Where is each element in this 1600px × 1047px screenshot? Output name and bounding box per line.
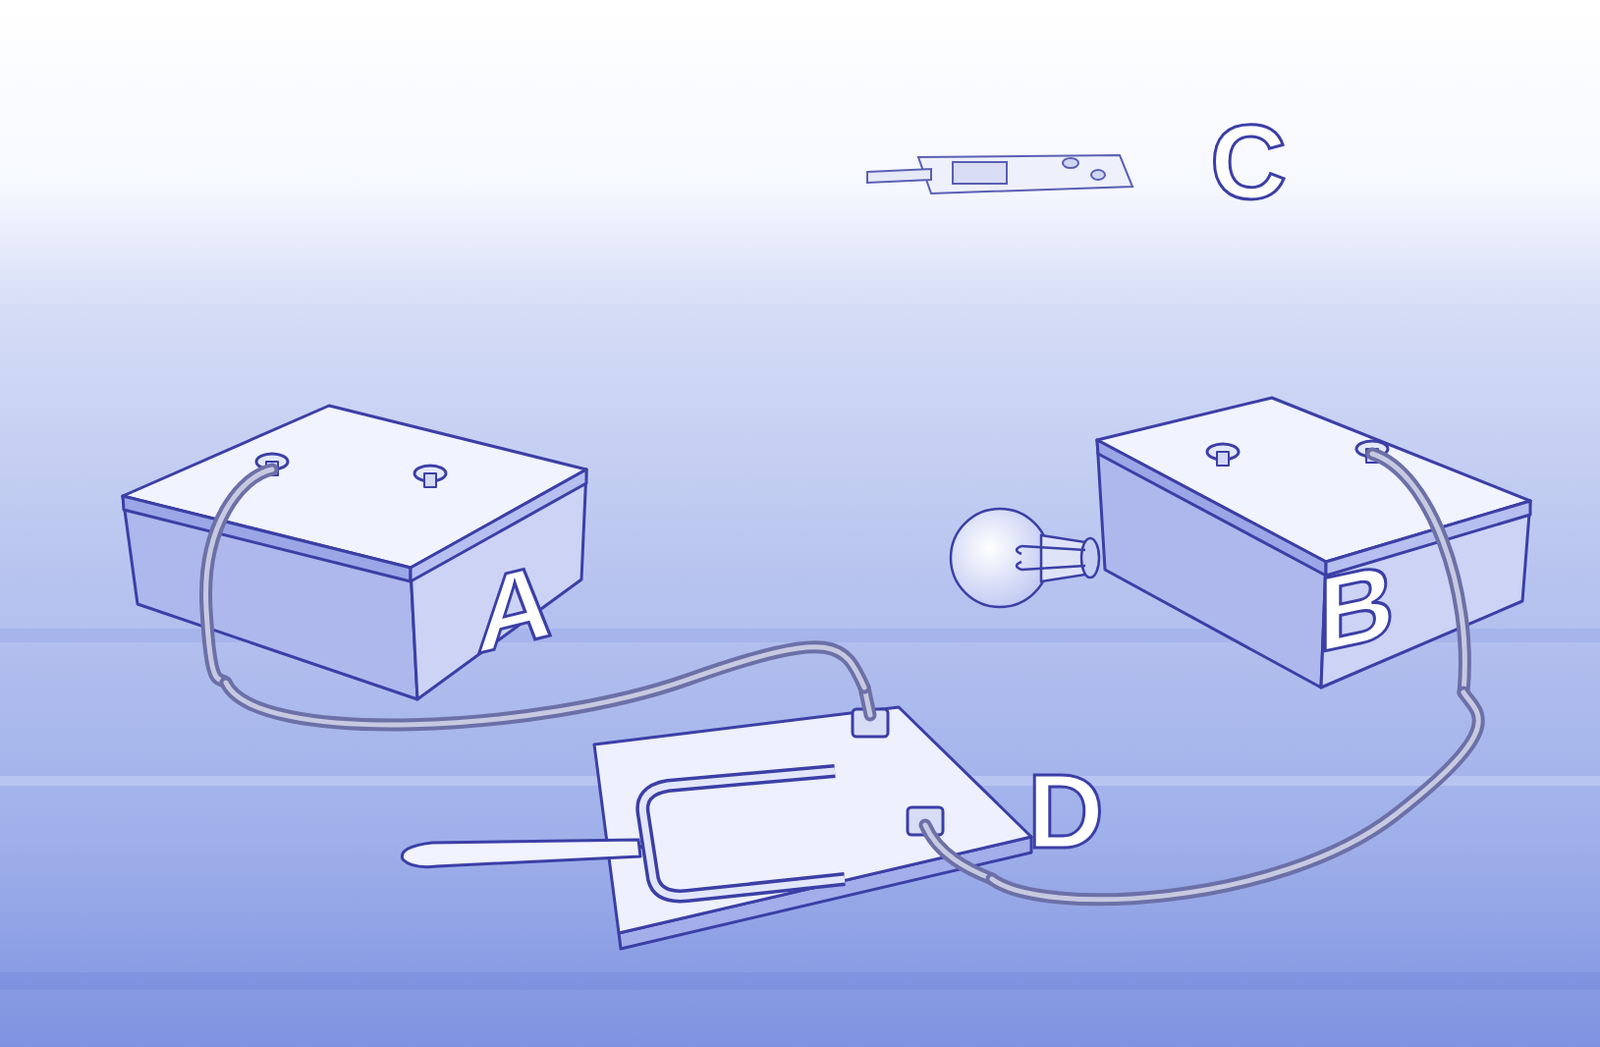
wire-stubs — [206, 453, 1466, 880]
light-bulb — [950, 508, 1100, 607]
part-letter: B — [1318, 547, 1395, 670]
knife-switch — [401, 707, 1032, 949]
battery-box: A — [117, 397, 595, 683]
wire — [992, 692, 1479, 900]
switch-part-label: C — [864, 103, 1326, 221]
background-streaks — [0, 628, 1600, 991]
part-letter: D — [1027, 758, 1104, 865]
wire — [225, 647, 865, 725]
bulb-box: B — [1090, 387, 1543, 693]
switch-part — [867, 155, 1133, 194]
knife-switch: D — [392, 687, 1140, 880]
battery-box — [122, 405, 587, 700]
part-letter: C — [1210, 109, 1287, 216]
part-letter: A — [476, 545, 553, 670]
